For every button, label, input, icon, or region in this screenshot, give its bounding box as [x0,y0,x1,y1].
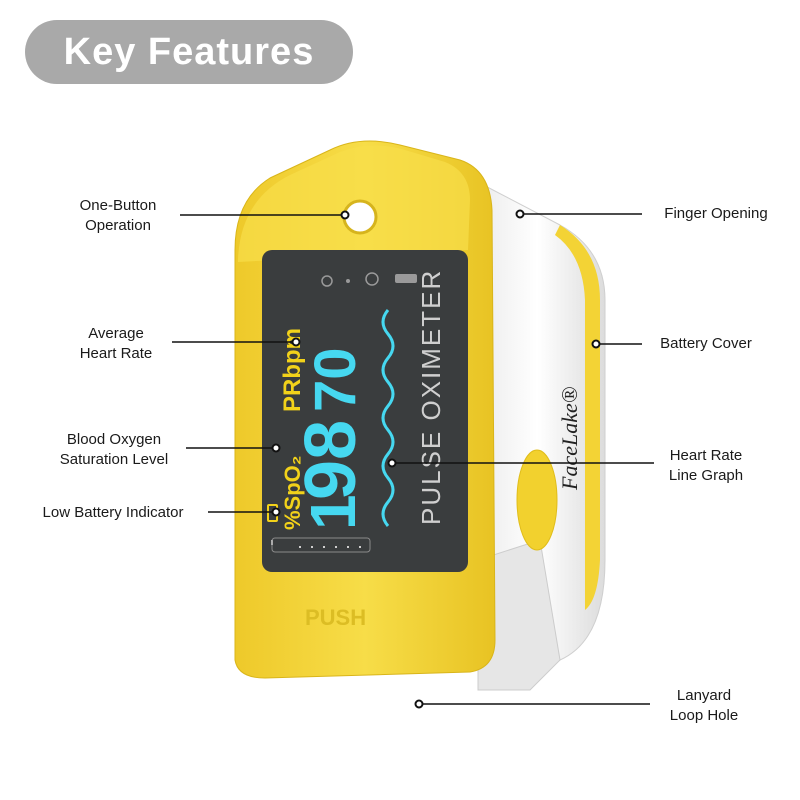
label-heart-rate-line-graph: Heart Rate Line Graph [668,447,744,484]
brand-label: FaceLake® [557,386,582,491]
label-blood-oxygen: Blood Oxygen Saturation Level [59,431,169,468]
label-low-battery: Low Battery Indicator [42,504,184,521]
oled-screen [262,250,468,572]
push-label: PUSH [305,605,366,630]
page-title: Key Features [63,30,315,73]
title-pill: Key Features [25,20,353,84]
label-finger-opening: Finger Opening [664,205,768,222]
label-lanyard-loop-hole: Lanyard Loop Hole [669,687,739,724]
spo2-prefix: 1 [297,494,369,530]
label-battery-cover: Battery Cover [660,335,752,352]
label-average-heart-rate: Average Heart Rate [79,325,153,362]
device-side-label: PULSE OXIMETER [416,269,446,525]
spo2-value: 98 [291,420,371,500]
label-one-button-operation: One-Button Operation [79,197,157,234]
pr-value: 70 [303,347,368,412]
battery-cover-strip [555,225,600,610]
side-button [516,449,558,551]
heart-rate-wave [381,309,395,527]
callout-dot-one-button [340,210,350,220]
spo2-label: %SpO₂ [280,455,305,530]
